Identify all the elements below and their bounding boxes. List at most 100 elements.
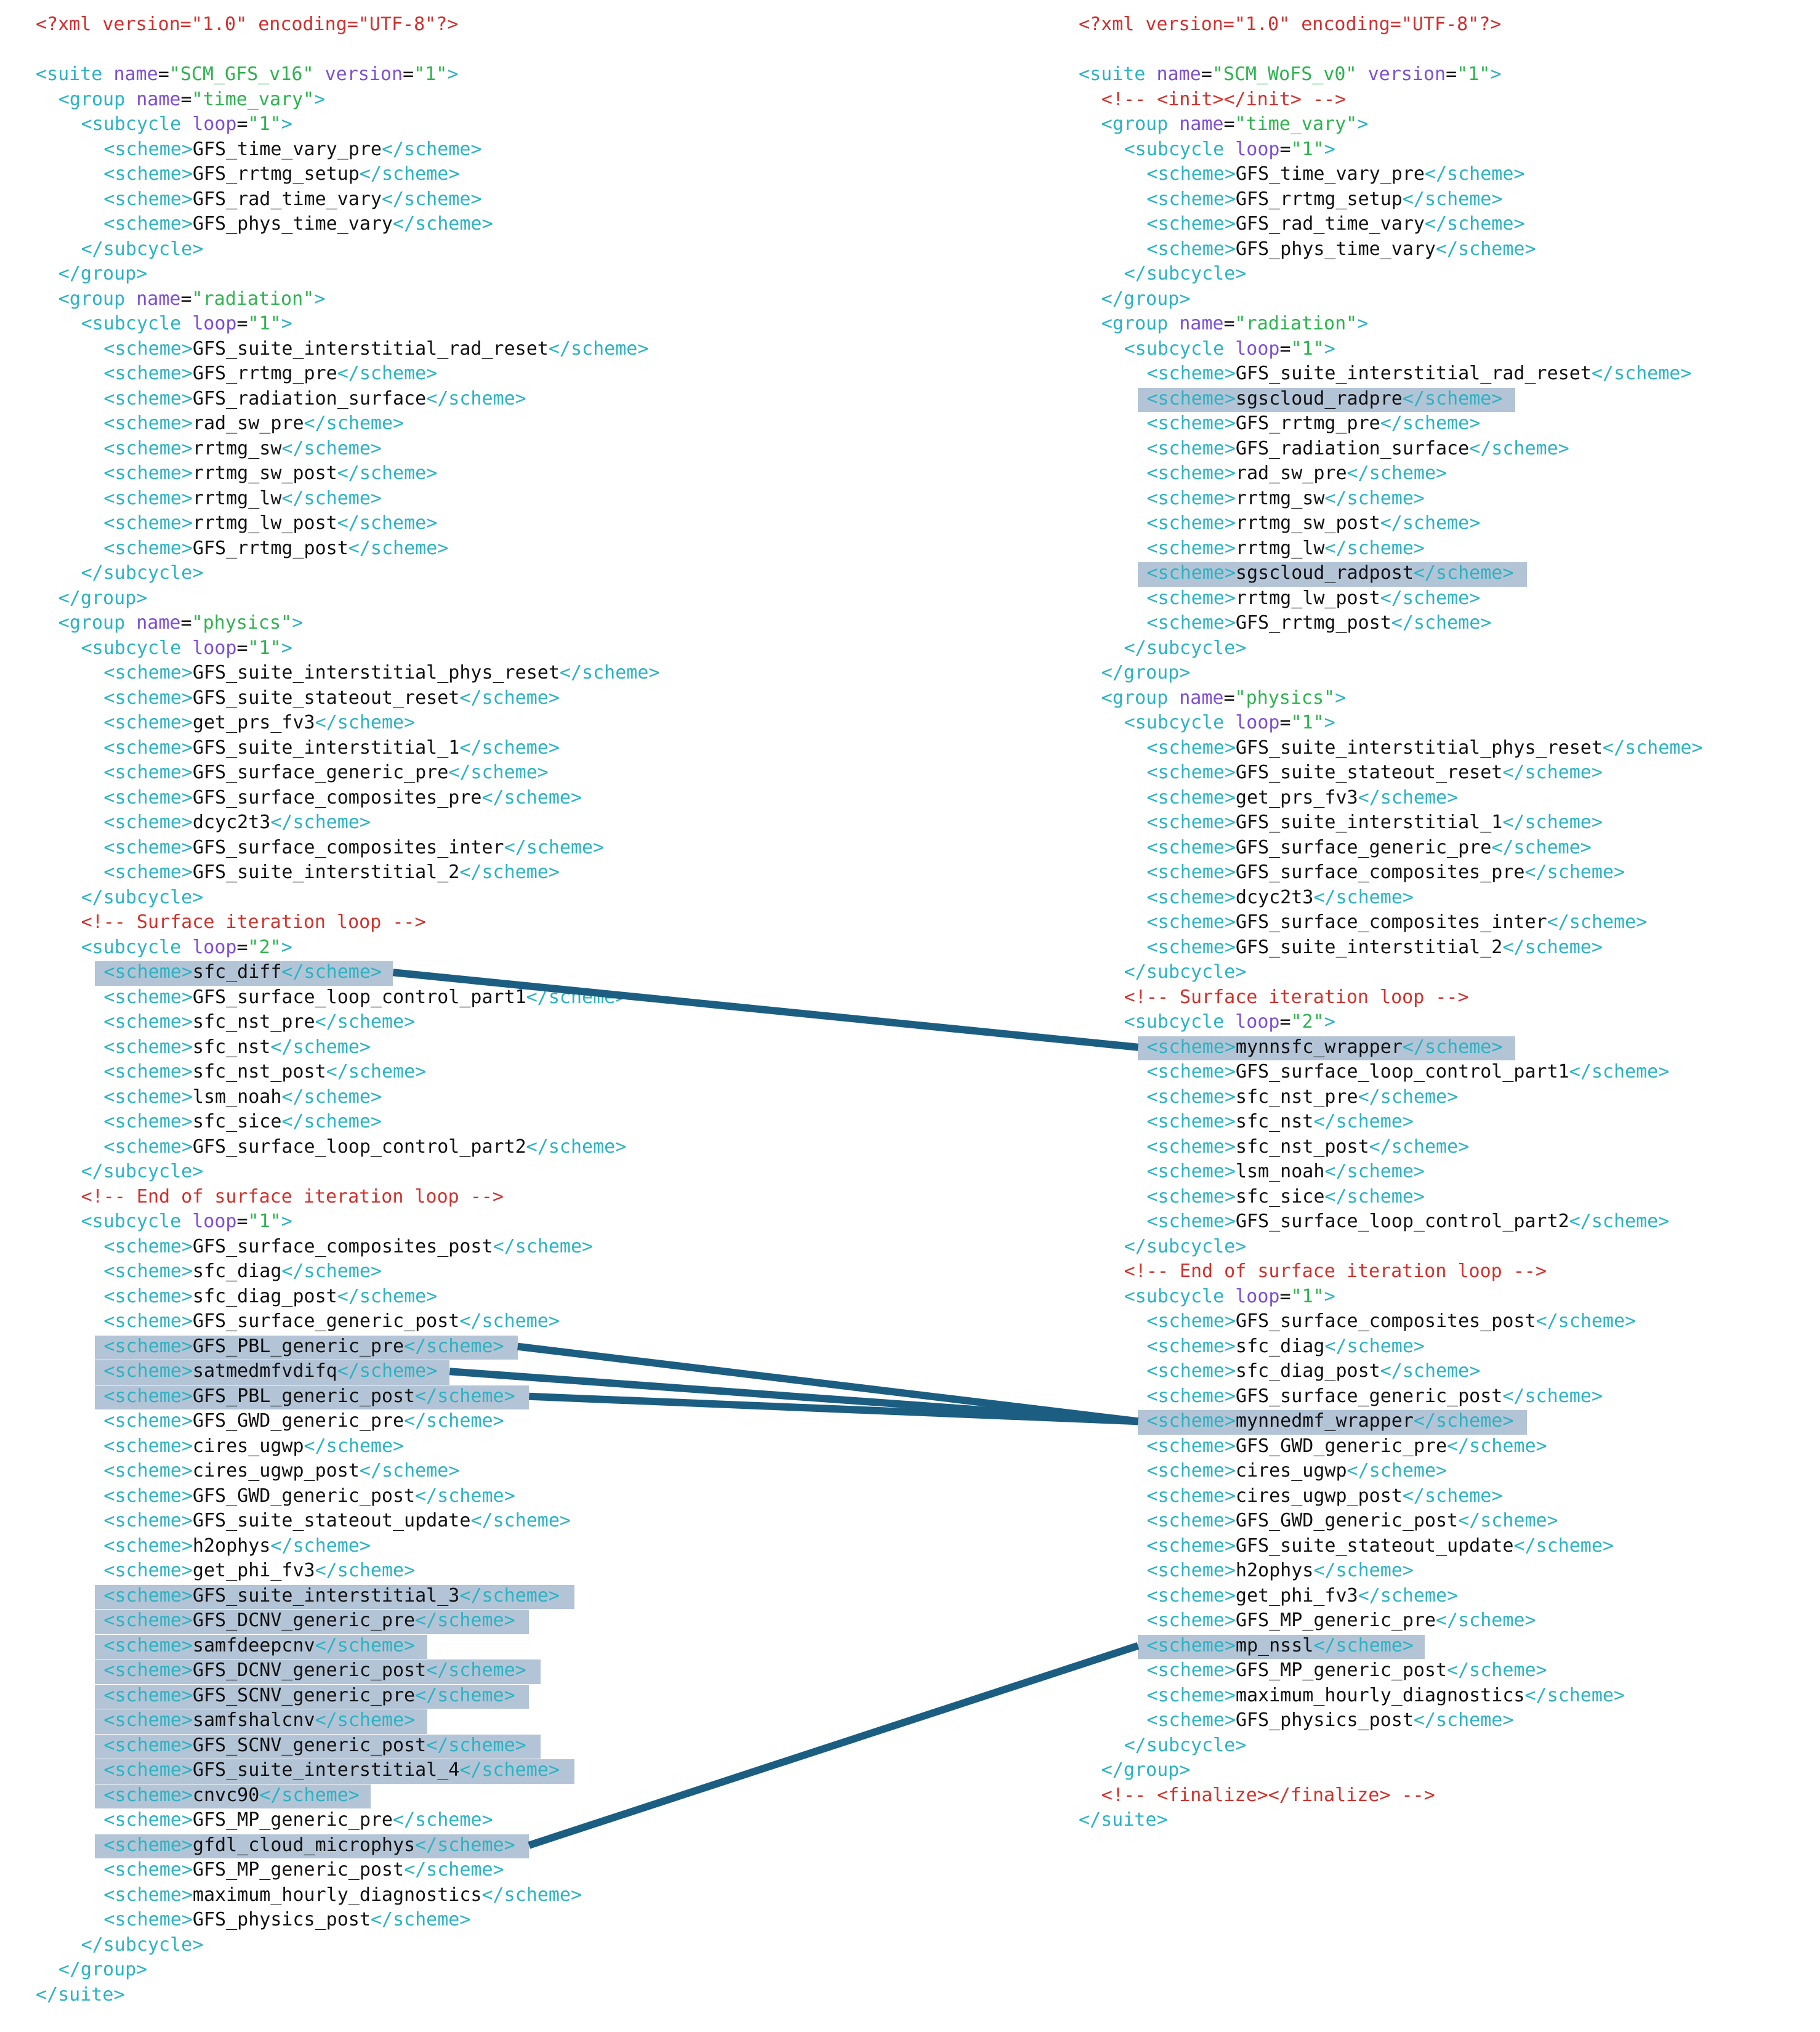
subcycle-open-tag: <subcycle loop="1">	[81, 313, 292, 334]
scheme-name: sfc_diag	[192, 1260, 282, 1282]
scheme-line: <scheme>cires_ugwp</scheme>	[1146, 1460, 1448, 1482]
scheme-name: cires_ugwp	[192, 1435, 304, 1457]
scheme-name: GFS_radiation_surface	[1235, 437, 1470, 459]
scheme-line: <scheme>GFS_surface_loop_control_part2</…	[1146, 1211, 1670, 1232]
scheme-line: <scheme>GFS_MP_generic_post</scheme>	[103, 1859, 504, 1881]
attr-value: 1	[259, 313, 270, 334]
scheme-name: GFS_MP_generic_post	[1235, 1659, 1448, 1681]
scheme-name: GFS_surface_composites_post	[192, 1235, 493, 1257]
scheme-line: <scheme>GFS_rrtmg_post</scheme>	[1146, 612, 1492, 634]
scheme-line: <scheme>lsm_noah</scheme>	[103, 1086, 382, 1108]
tag-name: suite	[58, 1983, 114, 2006]
scheme-line: <scheme>GFS_MP_generic_pre</scheme>	[103, 1809, 493, 1831]
scheme-line: <scheme>GFS_physics_post</scheme>	[103, 1909, 471, 1930]
scheme-name: sfc_nst_pre	[1235, 1086, 1358, 1108]
scheme-line: <scheme>GFS_time_vary_pre</scheme>	[1146, 163, 1525, 185]
subcycle-open-tag: <subcycle loop="1">	[1124, 712, 1335, 733]
scheme-name: GFS_surface_loop_control_part1	[192, 986, 526, 1008]
attr-name: loop	[192, 113, 237, 135]
attr-value: SCM_WoFS_v0	[1223, 63, 1346, 85]
attr-name: name	[136, 88, 181, 110]
attr-value: 2	[1302, 1011, 1313, 1033]
connector-gfdl_cloud_microphys-to-mp_nssl	[528, 1642, 1140, 1849]
scheme-line: <scheme>GFS_rrtmg_setup</scheme>	[103, 163, 460, 185]
tag-name: suite	[1101, 1809, 1157, 1831]
scheme-highlight	[1138, 387, 1516, 412]
scheme-line: <scheme>GFS_suite_interstitial_3</scheme…	[103, 1584, 560, 1607]
scheme-highlight	[95, 1759, 574, 1784]
scheme-line: <scheme>samfshalcnv</scheme>	[103, 1709, 416, 1731]
scheme-line: <scheme>GFS_DCNV_generic_pre</scheme>	[103, 1610, 515, 1631]
scheme-line: <scheme>rrtmg_lw_post</scheme>	[103, 512, 438, 534]
group-open-tag: <group name="physics">	[1101, 687, 1347, 709]
tag-name: subcycle	[1146, 1734, 1236, 1756]
scheme-line: <scheme>sfc_nst_pre</scheme>	[103, 1011, 416, 1033]
scheme-highlight	[1138, 562, 1527, 587]
scheme-name: GFS_rad_time_vary	[1235, 213, 1425, 235]
scheme-highlight	[95, 1834, 529, 1858]
scheme-line: <scheme>GFS_suite_interstitial_rad_reset…	[103, 337, 649, 360]
scheme-name: GFS_suite_interstitial_1	[192, 736, 460, 759]
tag-name: subcycle	[1135, 337, 1225, 360]
scheme-name: sfc_sice	[192, 1111, 282, 1132]
scheme-name: cires_ugwp_post	[192, 1460, 360, 1482]
scheme-line: <scheme>cires_ugwp</scheme>	[103, 1435, 405, 1457]
connector-GFS_PBL_generic_post-to-mynnedmf_wrapper	[528, 1392, 1138, 1425]
scheme-line: <scheme>GFS_rad_time_vary</scheme>	[1146, 213, 1525, 235]
scheme-line: <scheme>rad_sw_pre</scheme>	[1146, 462, 1448, 484]
scheme-line: <scheme>GFS_suite_stateout_update</schem…	[1146, 1534, 1614, 1557]
scheme-line: <scheme>mynnedmf_wrapper</scheme>	[1146, 1410, 1514, 1432]
attr-value: physics	[1246, 687, 1324, 709]
connector-GFS_PBL_generic_pre-to-mynnedmf_wrapper	[517, 1342, 1139, 1425]
scheme-line: <scheme>GFS_physics_post</scheme>	[1146, 1709, 1514, 1731]
tag-name: group	[1112, 687, 1169, 709]
scheme-line: <scheme>rrtmg_sw_post</scheme>	[1146, 512, 1481, 534]
scheme-line: <scheme>GFS_surface_generic_post</scheme…	[1146, 1385, 1603, 1407]
scheme-line: <scheme>get_prs_fv3</scheme>	[1146, 786, 1459, 808]
scheme-line: <scheme>h2ophys</scheme>	[103, 1534, 371, 1557]
scheme-highlight	[95, 1634, 427, 1659]
scheme-name: sfc_diag	[1235, 1335, 1325, 1357]
scheme-name: GFS_phys_time_vary	[192, 213, 393, 235]
scheme-highlight	[95, 1360, 450, 1385]
scheme-name: cires_ugwp	[1235, 1460, 1347, 1482]
scheme-name: GFS_suite_interstitial_2	[1235, 936, 1503, 958]
scheme-line: <scheme>sfc_nst_pre</scheme>	[1146, 1086, 1459, 1108]
scheme-line: <scheme>GFS_radiation_surface</scheme>	[1146, 437, 1569, 459]
comment-text: <!-- End of surface iteration loop -->	[81, 1185, 504, 1208]
scheme-name: dcyc2t3	[1235, 886, 1314, 908]
scheme-line: <scheme>rrtmg_sw</scheme>	[1146, 487, 1425, 509]
subcycle-open-tag: <subcycle loop="2">	[81, 936, 292, 958]
scheme-line: <scheme>GFS_surface_loop_control_part1</…	[103, 986, 627, 1008]
attr-name: loop	[192, 637, 237, 659]
scheme-name: cires_ugwp_post	[1235, 1485, 1403, 1507]
scheme-name: lsm_noah	[1235, 1161, 1325, 1182]
scheme-line: <scheme>get_phi_fv3</scheme>	[103, 1560, 416, 1581]
scheme-line: <scheme>GFS_surface_generic_pre</scheme>	[1146, 836, 1592, 858]
scheme-line: <scheme>rad_sw_pre</scheme>	[103, 413, 405, 434]
attr-value: 1	[1302, 138, 1313, 160]
scheme-name: rad_sw_pre	[192, 413, 304, 434]
scheme-line: <scheme>GFS_PBL_generic_pre</scheme>	[103, 1335, 504, 1357]
scheme-line: <scheme>rrtmg_sw_post</scheme>	[103, 462, 438, 484]
scheme-line: <scheme>GFS_suite_interstitial_1</scheme…	[103, 736, 560, 759]
attr-name: loop	[1235, 712, 1280, 733]
tag-name: group	[80, 587, 137, 609]
scheme-line: <scheme>maximum_hourly_diagnostics</sche…	[103, 1884, 582, 1906]
suite-open-tag: <suite name="SCM_GFS_v16" version="1">	[36, 63, 459, 85]
attr-value: 2	[259, 936, 270, 958]
tag-name: subcycle	[1135, 1285, 1225, 1307]
attr-name: name	[136, 288, 181, 310]
attr-value: 1	[425, 63, 437, 85]
scheme-highlight	[95, 1335, 518, 1360]
attr-name: loop	[192, 936, 237, 958]
scheme-name: GFS_PBL_generic_post	[192, 1385, 416, 1407]
scheme-line: <scheme>GFS_suite_interstitial_rad_reset…	[1146, 363, 1692, 384]
xml-declaration-text: <?xml version="1.0" encoding="UTF-8"?>	[36, 14, 459, 35]
tag-name: suite	[47, 63, 103, 85]
scheme-line: <scheme>get_phi_fv3</scheme>	[1146, 1584, 1459, 1607]
scheme-name: GFS_surface_generic_pre	[1235, 836, 1492, 858]
tag-name: subcycle	[103, 1933, 193, 1956]
tag-name: subcycle	[1135, 138, 1225, 160]
tag-name: group	[69, 612, 126, 634]
